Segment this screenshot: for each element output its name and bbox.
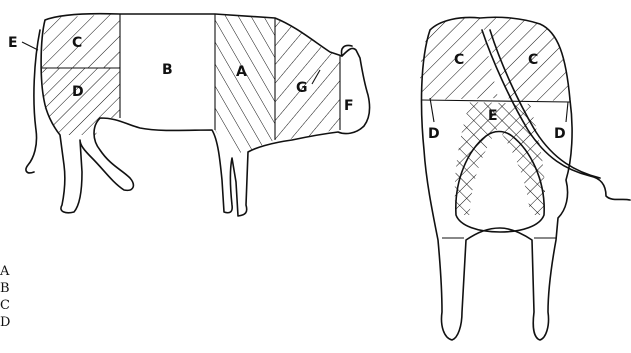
label-d-rear-left: D <box>428 126 440 142</box>
label-c-side: C <box>72 35 82 51</box>
label-b-side: B <box>162 62 173 78</box>
label-e-rear: E <box>488 108 498 124</box>
label-a-side: A <box>236 64 247 80</box>
label-d-rear-right: D <box>554 126 566 142</box>
legend-item: A <box>0 263 40 280</box>
label-e-side: E <box>8 35 18 51</box>
label-g-side: G <box>296 80 308 96</box>
label-f-side: F <box>344 98 354 114</box>
legend-item: C <box>0 297 40 314</box>
legend-item: D <box>0 314 40 331</box>
pointer-e-side <box>22 42 38 50</box>
pointer-d-rear-right <box>566 102 568 122</box>
label-d-side: D <box>72 84 84 100</box>
label-c-rear-left: C <box>454 52 464 68</box>
side-tail <box>26 30 40 173</box>
side-view: C D B A G F E <box>8 14 370 216</box>
pointer-d-rear-left <box>430 98 434 122</box>
label-c-rear-right: C <box>528 52 538 68</box>
legend-item: B <box>0 280 40 297</box>
rear-view: C C D D E <box>420 17 630 340</box>
legend-list: A B C D <box>0 263 40 331</box>
region-a-side <box>215 14 275 155</box>
